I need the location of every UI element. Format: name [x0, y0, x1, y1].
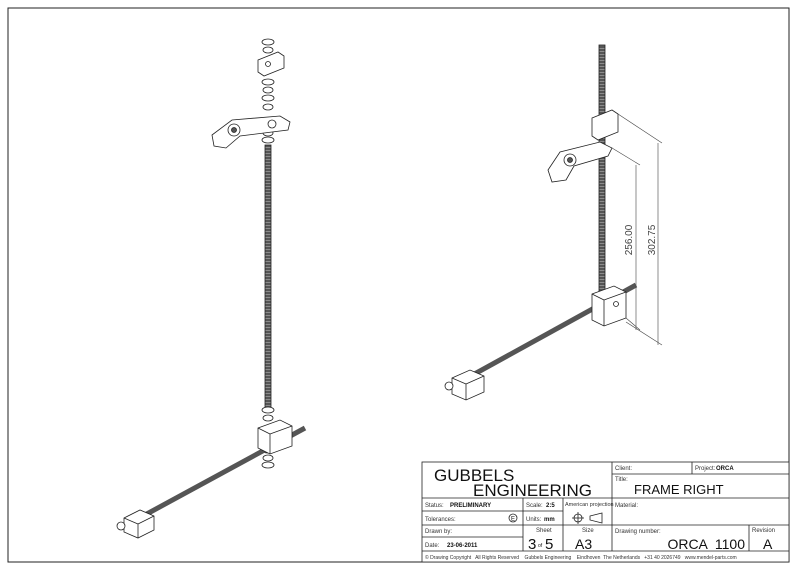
drawing-number-label: Drawing number:: [615, 529, 661, 535]
sheet-total: 5: [545, 536, 553, 553]
scale-label: Scale:: [526, 503, 543, 509]
size-value: A3: [575, 536, 592, 552]
units-value: mm: [544, 517, 555, 523]
units-label: Units:: [526, 517, 542, 523]
revision-value: A: [763, 536, 773, 552]
status-label: Status:: [425, 503, 444, 509]
title-label: Title:: [615, 477, 628, 483]
corner-block: [257, 419, 293, 455]
vertical-threaded-rod: [264, 144, 272, 411]
drawn-by-label: Drawn by:: [425, 529, 452, 535]
top-bracket: [257, 51, 285, 77]
sheet-label: Sheet: [536, 528, 552, 534]
status-value: PRELIMINARY: [450, 503, 491, 509]
idler-arm: [211, 115, 291, 149]
date-value: 23-06-2011: [447, 543, 478, 549]
drawing-title: FRAME RIGHT: [634, 482, 724, 497]
drawing-number: ORCA 1100: [667, 536, 745, 552]
client-label: Client:: [615, 466, 632, 472]
top-nut-stack: [261, 38, 275, 144]
idler-arm: [547, 141, 613, 183]
date-label: Date:: [425, 543, 440, 549]
dimension-302: 302.75: [647, 224, 658, 255]
end-block: [123, 509, 155, 539]
scale-value: 2:5: [546, 503, 555, 509]
end-block: [451, 369, 485, 401]
title-block: [421, 461, 790, 563]
sheet-number: 3: [528, 536, 536, 553]
left-assembly-view: [116, 38, 307, 539]
company-name-line1: GUBBELS: [434, 466, 514, 485]
tolerances-label: Tolerances:: [425, 517, 456, 523]
right-assembly-view: [444, 44, 663, 401]
tolerance-symbol: E: [511, 517, 515, 523]
revision-label: Revision: [752, 528, 775, 534]
projection-label: American projection: [565, 502, 614, 508]
dimension-256: 256.00: [624, 224, 635, 255]
dimension-lines: [611, 113, 663, 346]
material-label: Material:: [615, 503, 638, 509]
top-bracket: [591, 109, 619, 141]
project-label: Project:: [695, 466, 716, 472]
vertical-threaded-rod: [598, 44, 606, 301]
copyright-footer: © Drawing Copyright All Rights Reserved …: [425, 554, 737, 561]
drawing-frame: [7, 7, 790, 563]
size-label: Size: [582, 528, 594, 534]
corner-block: [591, 285, 627, 327]
sheet-of: of: [538, 543, 543, 549]
company-name-line2: ENGINEERING: [473, 481, 592, 500]
project-value: ORCA: [716, 466, 734, 472]
bottom-nut-stack: [261, 406, 275, 469]
